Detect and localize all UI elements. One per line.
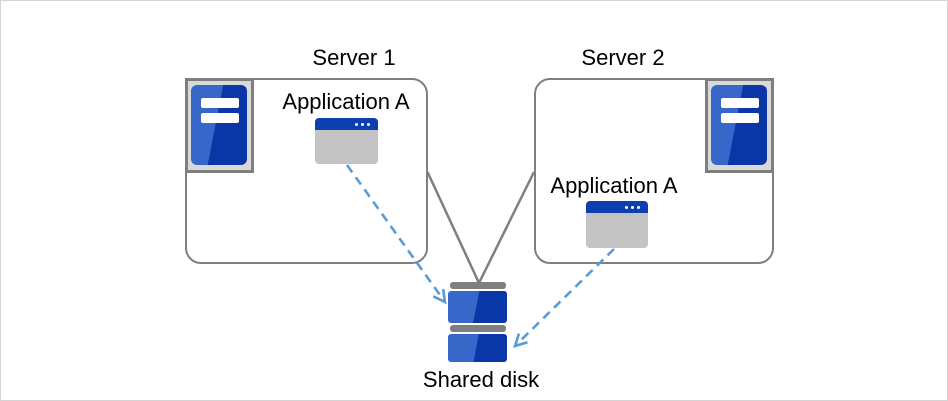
application-body [315, 130, 378, 164]
application-window-icon [315, 118, 378, 164]
server1-icon-frame [185, 78, 254, 173]
disk-stack-icon [448, 291, 507, 323]
disk-cap [450, 282, 506, 289]
server1-disk-connector-line [426, 171, 481, 284]
server1-app-label: Application A [282, 89, 410, 114]
window-dot-icon [360, 122, 364, 126]
application-window-icon [586, 201, 648, 248]
disk-cap [450, 325, 506, 332]
server2-icon-frame [705, 78, 774, 173]
server2-title: Server 2 [581, 45, 665, 70]
application-titlebar [586, 201, 648, 213]
window-dot-icon [624, 205, 628, 209]
application-body [586, 213, 648, 248]
arrowhead-icon [432, 288, 447, 305]
window-dot-icon [354, 122, 358, 126]
server1-title: Server 1 [312, 45, 396, 70]
application-titlebar [315, 118, 378, 130]
server-tower-icon [711, 85, 767, 165]
server-slot-icon [721, 113, 759, 123]
server2-app-label: Application A [550, 173, 678, 198]
server-slot-icon [721, 98, 759, 108]
shared-disk-label: Shared disk [422, 367, 540, 392]
disk-stack-icon [448, 334, 507, 362]
server-slot-icon [201, 98, 239, 108]
window-dot-icon [636, 205, 640, 209]
window-dot-icon [366, 122, 370, 126]
window-dot-icon [630, 205, 634, 209]
arrowhead-icon [513, 333, 528, 348]
server-tower-icon [191, 85, 247, 165]
server-slot-icon [201, 113, 239, 123]
